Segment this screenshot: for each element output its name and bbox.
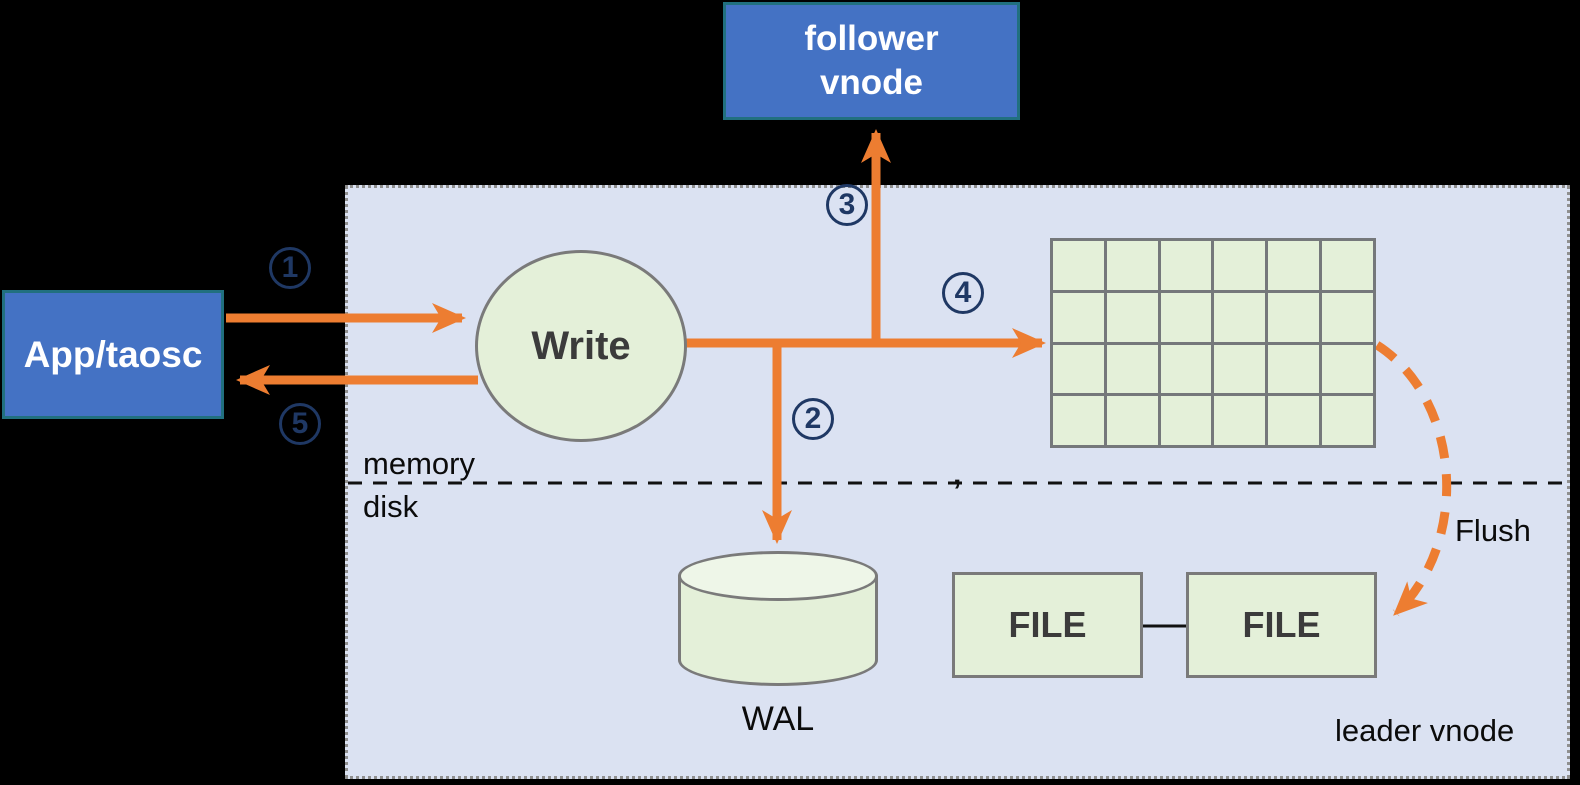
follower-vnode-box: follower vnode <box>723 2 1020 120</box>
mem-table-cell <box>1214 292 1266 342</box>
file-box-2: FILE <box>1186 572 1377 678</box>
mem-table-cell <box>1053 241 1104 290</box>
step-badge-5: 5 <box>279 403 321 445</box>
mem-table-cell <box>1053 292 1104 342</box>
mem-table-cell <box>1106 292 1158 342</box>
write-node: Write <box>475 250 687 442</box>
mem-table-cell <box>1160 344 1212 394</box>
mem-table-cell <box>1214 396 1266 445</box>
wal-label: WAL <box>741 700 815 738</box>
flush-label: Flush <box>1455 513 1531 548</box>
mem-table-cell <box>1053 344 1104 394</box>
memory-label: memory <box>363 446 475 481</box>
mem-table-cell <box>1322 396 1373 445</box>
mem-table-cell <box>1322 292 1373 342</box>
mem-table-cell <box>1214 344 1266 394</box>
step-badge-1: 1 <box>269 247 311 289</box>
mem-table-cell <box>1322 344 1373 394</box>
mem-table-cell <box>1214 241 1266 290</box>
step-badge-2: 2 <box>792 398 834 440</box>
leader-vnode-label: leader vnode <box>1335 713 1515 748</box>
mem-table-cell <box>1268 241 1320 290</box>
mem-table-cell <box>1053 396 1104 445</box>
mem-table-cell <box>1268 292 1320 342</box>
step-badge-3: 3 <box>826 184 868 226</box>
mem-table-cell <box>1106 396 1158 445</box>
stray-comma-mark: , <box>953 458 962 491</box>
mem-table-cell <box>1160 241 1212 290</box>
step-badge-4: 4 <box>942 272 984 314</box>
app-taosc-box: App/taosc <box>2 290 224 419</box>
mem-table-cell <box>1322 241 1373 290</box>
mem-table-cell <box>1268 396 1320 445</box>
mem-table-cell <box>1160 292 1212 342</box>
disk-label: disk <box>363 489 419 524</box>
mem-table-cell <box>1106 241 1158 290</box>
mem-table <box>1050 238 1376 448</box>
file-box-1: FILE <box>952 572 1143 678</box>
mem-table-cell <box>1268 344 1320 394</box>
wal-cylinder-top <box>678 551 878 601</box>
mem-table-cell <box>1106 344 1158 394</box>
mem-table-cell <box>1160 396 1212 445</box>
